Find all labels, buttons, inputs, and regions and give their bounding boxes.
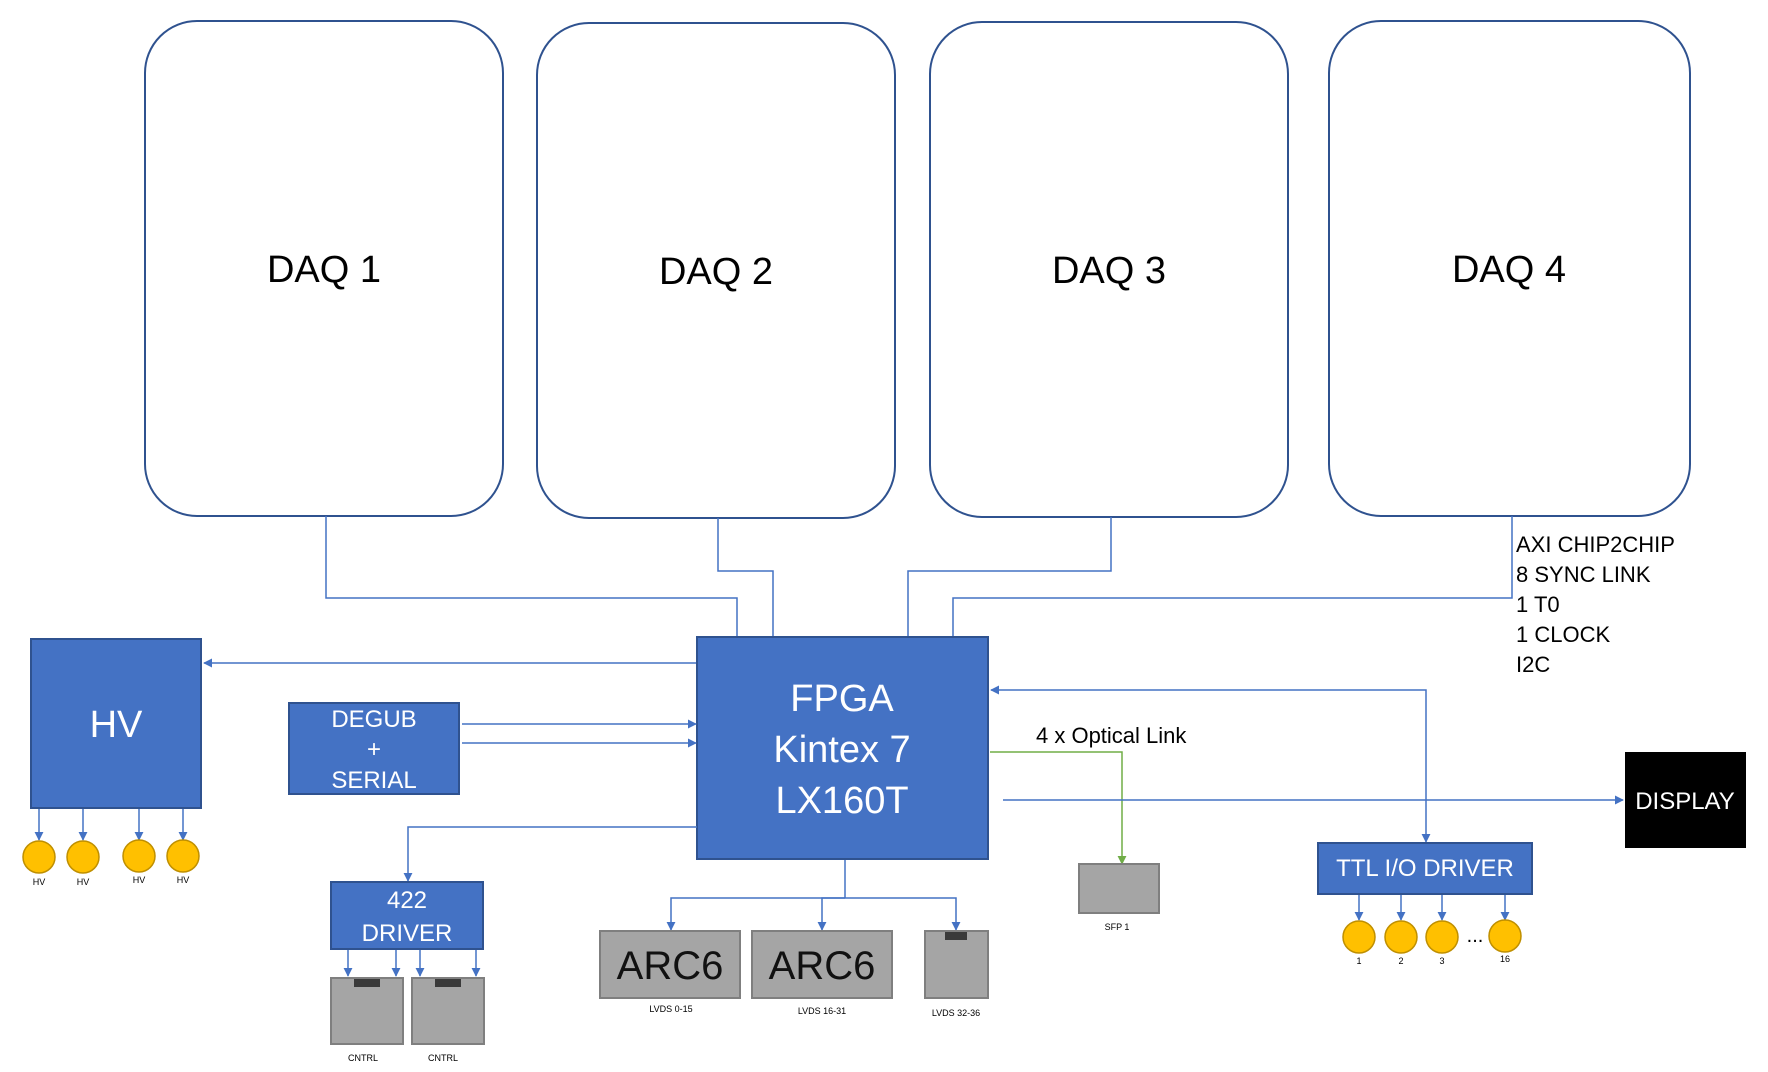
lvds-links (666, 860, 961, 931)
daq-links (325, 516, 1513, 636)
arc6-label: ARC6 (769, 944, 876, 988)
cntrl-connector-2: CNTRL (411, 977, 485, 1063)
display-label: DISPLAY (1635, 788, 1735, 815)
ttl-connector-label: 1 (1356, 956, 1361, 966)
arc6-caption: LVDS 16-31 (798, 1006, 846, 1016)
connector-port-icon (945, 932, 967, 940)
sfp-connector: SFP 1 (1078, 863, 1160, 932)
fpga-line-3: LX160T (775, 780, 908, 822)
ttl-connector-label: 3 (1439, 956, 1444, 966)
cntrl-label: CNTRL (428, 1053, 458, 1063)
hv-connectors: HV HV HV HV (22, 839, 200, 887)
ttl-connector-label: 16 (1500, 954, 1510, 964)
daq-3-label: DAQ 3 (1052, 250, 1166, 292)
ttl-connectors: ... 1 2 3 16 (1342, 919, 1522, 966)
link-info: AXI CHIP2CHIP 8 SYNC LINK 1 T0 1 CLOCK I… (1516, 532, 1675, 677)
daq-2-label: DAQ 2 (659, 251, 773, 293)
arc6-caption: LVDS 0-15 (649, 1004, 692, 1014)
hv-connector-label: HV (33, 877, 46, 887)
cntrl-label: CNTRL (348, 1053, 378, 1063)
ttl-connector-icon (1342, 920, 1376, 954)
optical-link-label: 4 x Optical Link (1036, 723, 1187, 748)
fpga-to-422-arrow (403, 826, 697, 882)
connector-port-icon (435, 979, 461, 987)
daq-4-link (952, 516, 1513, 636)
fpga-line-1: FPGA (790, 678, 894, 720)
fpga-ttl-bidirectional-arrow (990, 685, 1431, 843)
daq-1-board: DAQ 1 (144, 20, 504, 517)
debug-serial-block: DEGUB + SERIAL (288, 702, 460, 795)
hv-connector-icon (122, 839, 156, 873)
debug-line-3: SERIAL (331, 767, 416, 794)
hv-connector-label: HV (133, 875, 146, 885)
hv-label: HV (90, 704, 143, 746)
daq-2-link (717, 518, 774, 636)
link-info-line: 8 SYNC LINK (1516, 562, 1651, 587)
display-block: DISPLAY (1625, 752, 1746, 848)
hv-block: HV (30, 638, 202, 809)
link-info-line: 1 T0 (1516, 592, 1560, 617)
fpga-line-2: Kintex 7 (773, 729, 910, 771)
driver-422-block: 422 DRIVER (330, 881, 484, 950)
hv-connector-label: HV (77, 877, 90, 887)
lvds-32-36-connector: LVDS 32-36 (924, 930, 989, 1018)
cntrl-connector-1: CNTRL (330, 977, 404, 1063)
ttl-connector-label: 2 (1398, 956, 1403, 966)
arc6-label: ARC6 (617, 944, 724, 988)
ttl-connector-icon (1425, 920, 1459, 954)
link-info-line: I2C (1516, 652, 1550, 677)
sfp-caption: SFP 1 (1105, 922, 1130, 932)
ttl-connector-icon (1384, 920, 1418, 954)
ttl-connector-arrows (1354, 895, 1510, 921)
daq-1-label: DAQ 1 (267, 249, 381, 291)
ttl-driver-label: TTL I/O DRIVER (1336, 855, 1514, 882)
hv-connector-label: HV (177, 875, 190, 885)
link-info-line: AXI CHIP2CHIP (1516, 532, 1675, 557)
driver-422-line-1: 422 (387, 887, 427, 914)
optical-link-arrow (990, 751, 1127, 865)
debug-line-1: DEGUB (331, 706, 416, 733)
hv-connector-icon (22, 840, 56, 874)
daq-4-board: DAQ 4 (1328, 20, 1691, 517)
daq-3-board: DAQ 3 (929, 21, 1289, 518)
link-info-line: 1 CLOCK (1516, 622, 1610, 647)
hv-connector-arrows (34, 809, 188, 841)
connector-port-icon (354, 979, 380, 987)
driver-422-line-2: DRIVER (362, 920, 453, 947)
hv-connector-icon (166, 839, 200, 873)
ttl-driver-block: TTL I/O DRIVER (1317, 842, 1533, 895)
debug-line-2: + (367, 736, 381, 763)
daq-4-label: DAQ 4 (1452, 249, 1566, 291)
arc6-connector-2: ARC6 LVDS 16-31 (751, 930, 893, 1016)
lvds-32-36-caption: LVDS 32-36 (932, 1008, 980, 1018)
hv-connector-icon (66, 840, 100, 874)
fpga-block: FPGA Kintex 7 LX160T (696, 636, 989, 860)
daq-3-link (907, 517, 1112, 636)
driver-422-arrows (343, 950, 481, 977)
daq-1-link (325, 516, 738, 636)
daq-2-board: DAQ 2 (536, 22, 896, 519)
arc6-connector-1: ARC6 LVDS 0-15 (599, 930, 741, 1014)
ttl-connector-icon (1488, 919, 1522, 953)
ttl-ellipsis: ... (1467, 925, 1484, 947)
